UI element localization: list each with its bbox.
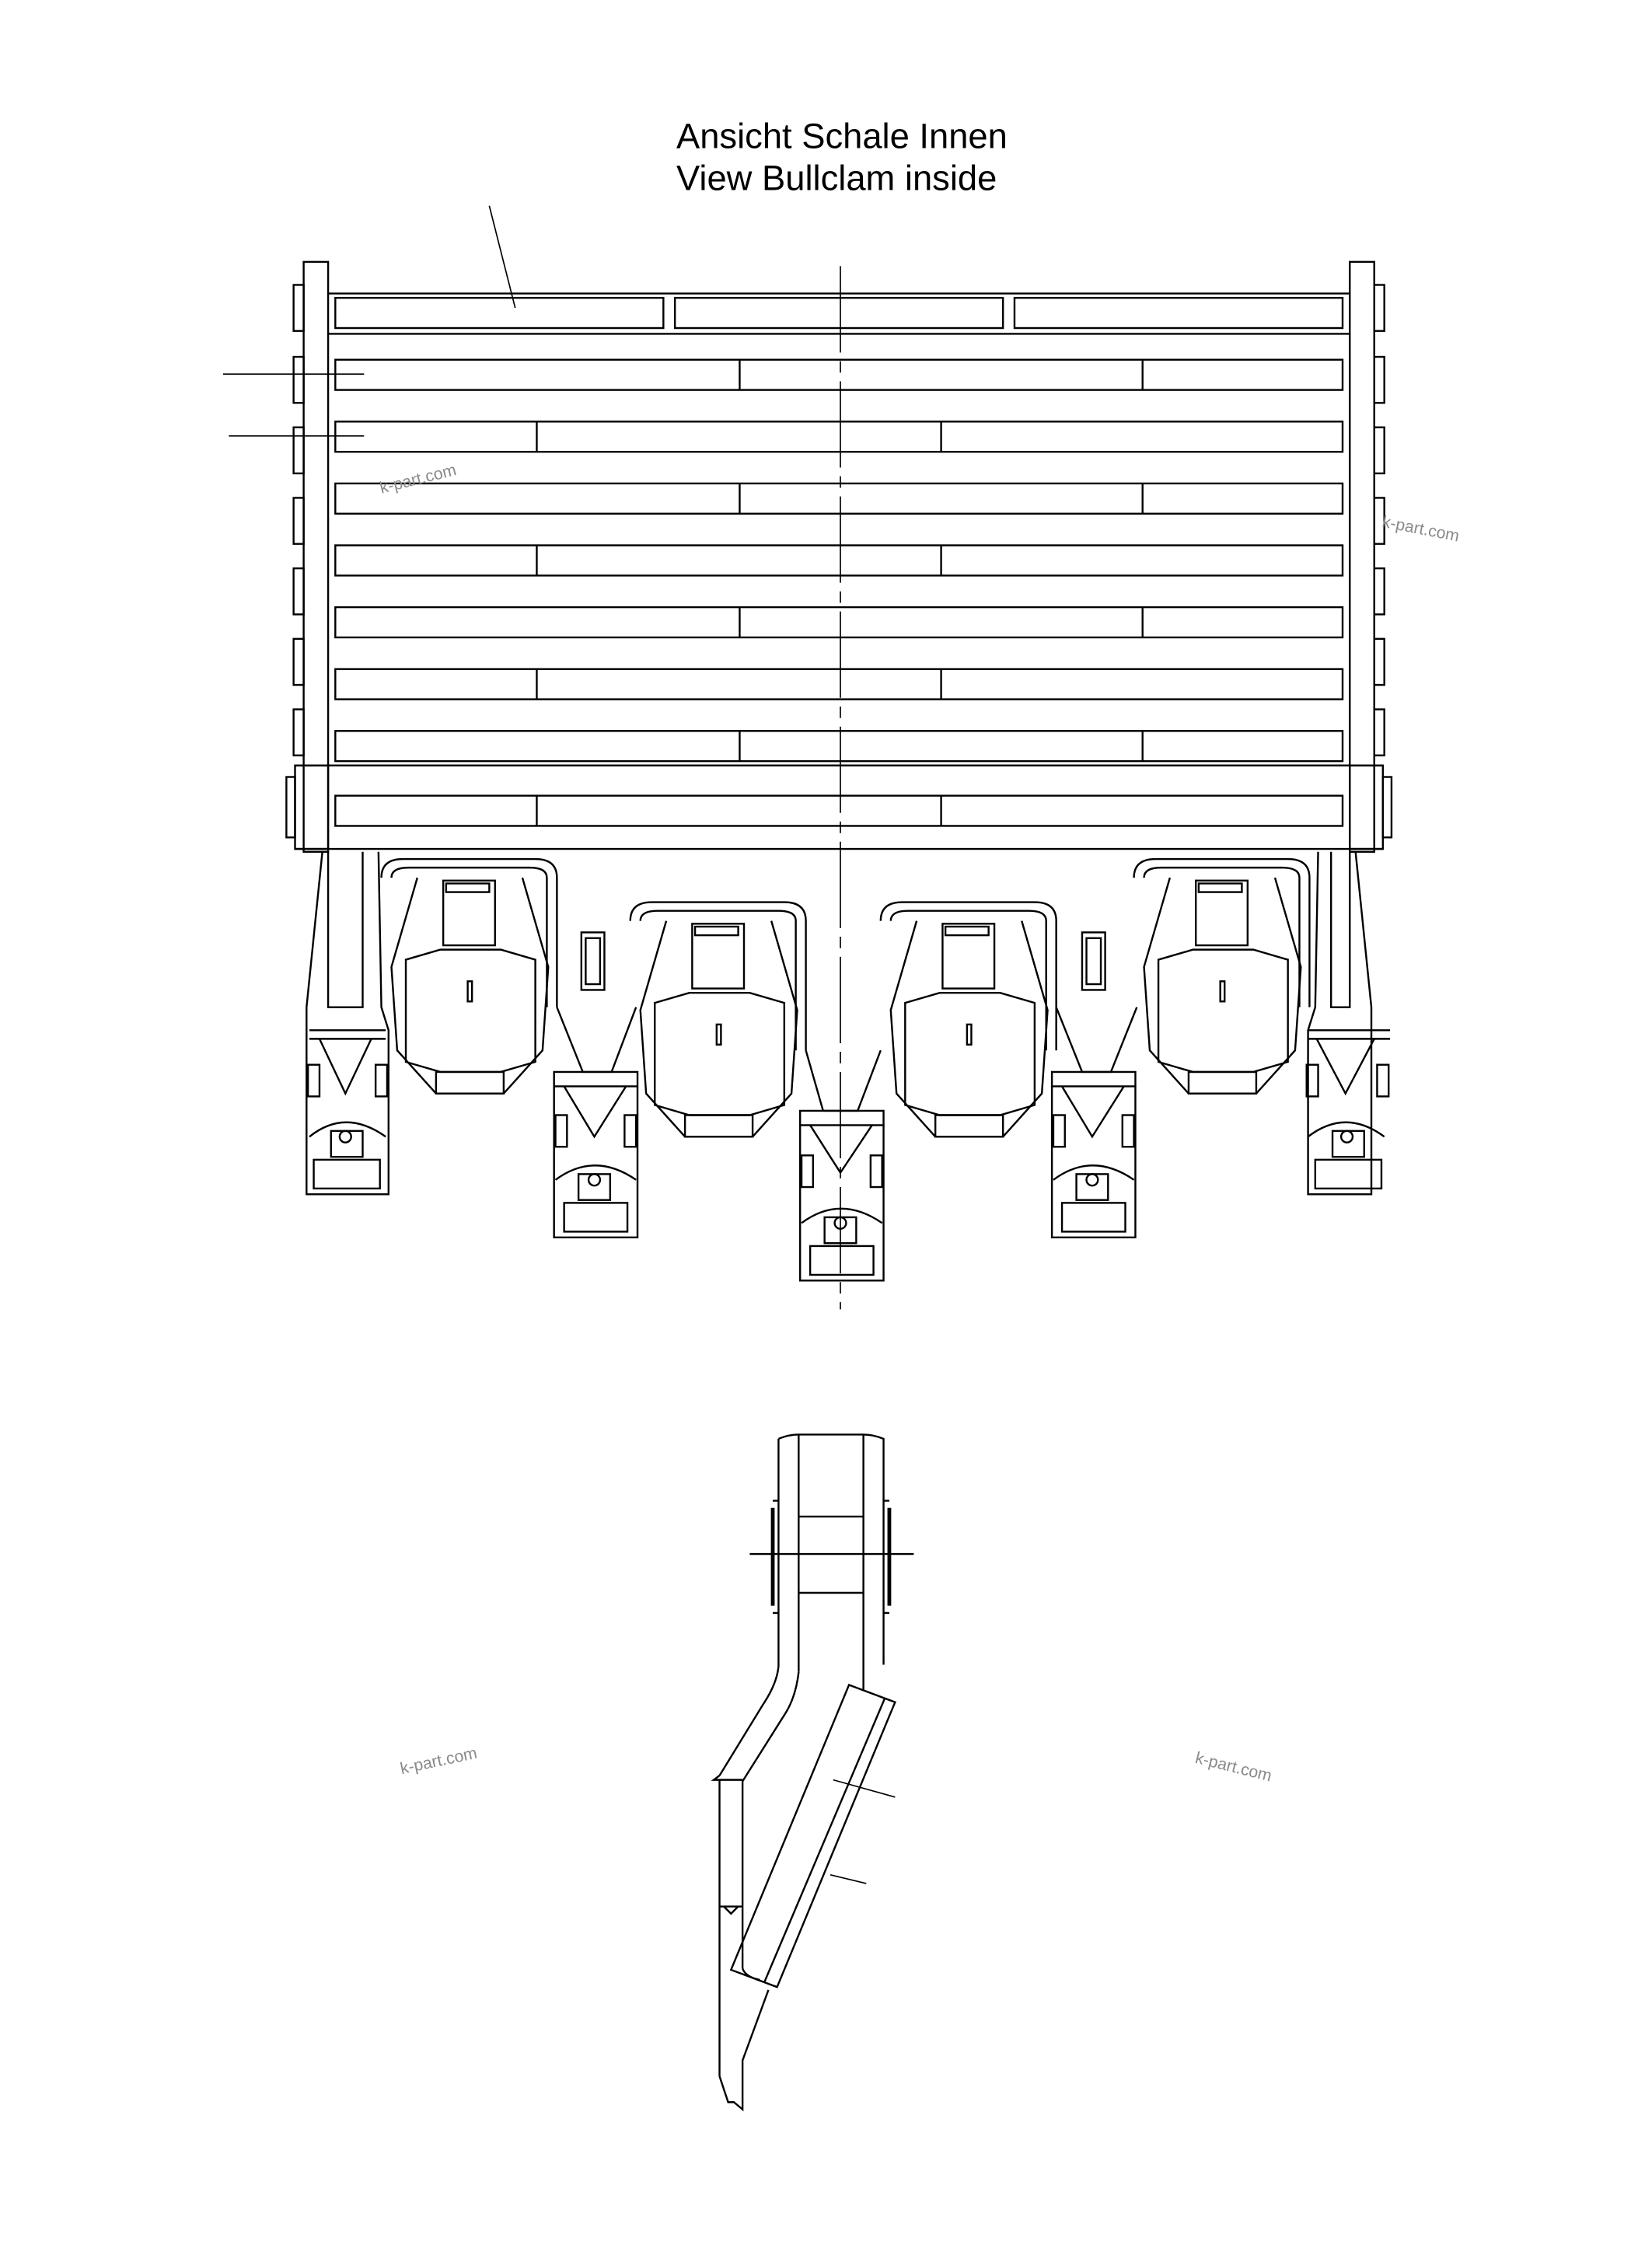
corner-blocks: [285, 764, 1393, 850]
lug-markers: [580, 931, 1106, 991]
tooth-side-view: [711, 1433, 914, 2112]
wear-plate-row: [334, 668, 1344, 700]
bucket-front-view: [285, 260, 1393, 1310]
title-line-german: Ansicht Schale Innen: [676, 117, 1008, 156]
watermark: k-part.com: [1193, 1748, 1273, 1786]
left-side-plate: [302, 260, 330, 853]
watermark: k-part.com: [399, 1744, 479, 1778]
wear-plate-row: [334, 358, 1344, 391]
watermarks: k-part.com k-part.com k-part.com k-part.…: [378, 460, 1461, 1785]
title-line-english: View Bullclam inside: [676, 158, 997, 197]
wear-plate-row: [334, 794, 1344, 827]
wear-plate-row: [334, 606, 1344, 639]
corner-adapter-right: [1305, 851, 1391, 1196]
wear-plate-row: [334, 482, 1344, 515]
wear-plate-row: [334, 544, 1344, 577]
right-side-plate: [1349, 260, 1375, 853]
tooth-2: [629, 901, 807, 1138]
watermark: k-part.com: [1381, 512, 1461, 546]
corner-adapter-left: [306, 851, 390, 1196]
wear-plate-rows: [334, 358, 1344, 827]
wear-plate-row: [334, 730, 1344, 763]
adapter-1: [553, 1007, 639, 1239]
tooth-1: [380, 857, 558, 1095]
tooth-4: [1133, 857, 1311, 1095]
top-frame: [328, 292, 1350, 335]
wear-plate-row: [334, 421, 1344, 453]
adapter-3: [1050, 1007, 1138, 1239]
drawing-title: Ansicht Schale Innen View Bullclam insid…: [676, 117, 1008, 198]
watermark: k-part.com: [378, 460, 458, 498]
leader-lines: [222, 205, 516, 437]
right-side-tabs: [1373, 284, 1385, 756]
left-side-tabs: [292, 284, 305, 756]
tooth-3: [879, 901, 1057, 1138]
adapter-2: [798, 1049, 885, 1282]
